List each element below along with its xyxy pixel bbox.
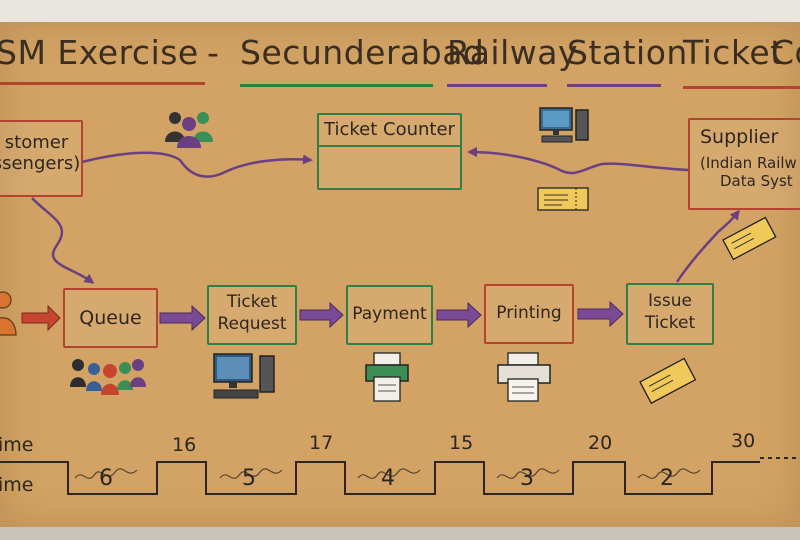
issue-ticket-label-line-1: Issue bbox=[628, 290, 712, 312]
ticket-request-label-line-1: Ticket bbox=[209, 291, 295, 313]
customer-label-line-1: stomer bbox=[0, 132, 81, 153]
queue-label: Queue bbox=[65, 307, 156, 329]
ticket-icon bbox=[723, 217, 776, 259]
payment-label: Payment bbox=[348, 304, 431, 324]
arrow-person-queue bbox=[22, 306, 60, 330]
process-time-4: 20 bbox=[588, 432, 612, 454]
process-time-1: 16 bbox=[172, 434, 196, 456]
customer-label-line-2: ssengers) bbox=[0, 153, 81, 174]
process-time-3: 15 bbox=[449, 432, 473, 454]
people-group-icon bbox=[165, 112, 213, 148]
arrow-request-payment bbox=[300, 303, 343, 327]
arrow-queue-request bbox=[160, 306, 205, 330]
ticket-counter-box: Ticket Counter bbox=[317, 113, 462, 190]
person-icon bbox=[0, 292, 16, 335]
wait-time-2: 5 bbox=[242, 466, 256, 491]
printing-box: Printing bbox=[484, 284, 574, 344]
customer-box: stomer ssengers) bbox=[0, 120, 83, 197]
process-time-5: 30 bbox=[731, 430, 755, 452]
timeline-step-line bbox=[0, 462, 760, 494]
computer-icon bbox=[214, 354, 274, 398]
ticket-request-box: Ticket Request bbox=[207, 285, 297, 345]
printing-label: Printing bbox=[486, 303, 572, 323]
ticket-icon bbox=[640, 359, 695, 404]
arrow-payment-printing bbox=[437, 303, 481, 327]
issue-ticket-label: Issue Ticket bbox=[628, 290, 712, 334]
printer-icon bbox=[498, 353, 550, 401]
ticket-request-label-line-2: Request bbox=[209, 313, 295, 335]
supplier-label: Supplier (Indian Railw Data Syst bbox=[700, 126, 800, 190]
queue-box: Queue bbox=[63, 288, 158, 348]
customer-label: stomer ssengers) bbox=[0, 132, 81, 174]
wait-time-4: 3 bbox=[520, 466, 534, 491]
wait-time-1: 6 bbox=[99, 466, 113, 491]
supplier-box: Supplier (Indian Railw Data Syst bbox=[688, 118, 800, 210]
timeline-row-2-label: ime bbox=[0, 474, 33, 496]
payment-box: Payment bbox=[346, 285, 433, 345]
supplier-label-line-3: Data Syst bbox=[720, 172, 800, 190]
supplier-label-line-2: (Indian Railw bbox=[700, 154, 800, 172]
wait-time-3: 4 bbox=[381, 466, 395, 491]
computer-icon bbox=[540, 108, 588, 142]
issue-ticket-label-line-2: Ticket bbox=[628, 312, 712, 334]
arrow-printing-issue bbox=[578, 302, 623, 326]
people-group-icon bbox=[70, 359, 146, 395]
process-time-2: 17 bbox=[309, 432, 333, 454]
wait-time-5: 2 bbox=[660, 466, 674, 491]
ticket-request-label: Ticket Request bbox=[209, 291, 295, 335]
ticket-icon bbox=[538, 188, 588, 210]
printer-icon bbox=[366, 353, 408, 401]
issue-ticket-box: Issue Ticket bbox=[626, 283, 714, 345]
supplier-label-line-1: Supplier bbox=[700, 126, 800, 148]
timeline-row-1-label: ime bbox=[0, 434, 33, 456]
ticket-counter-label: Ticket Counter bbox=[319, 119, 460, 140]
